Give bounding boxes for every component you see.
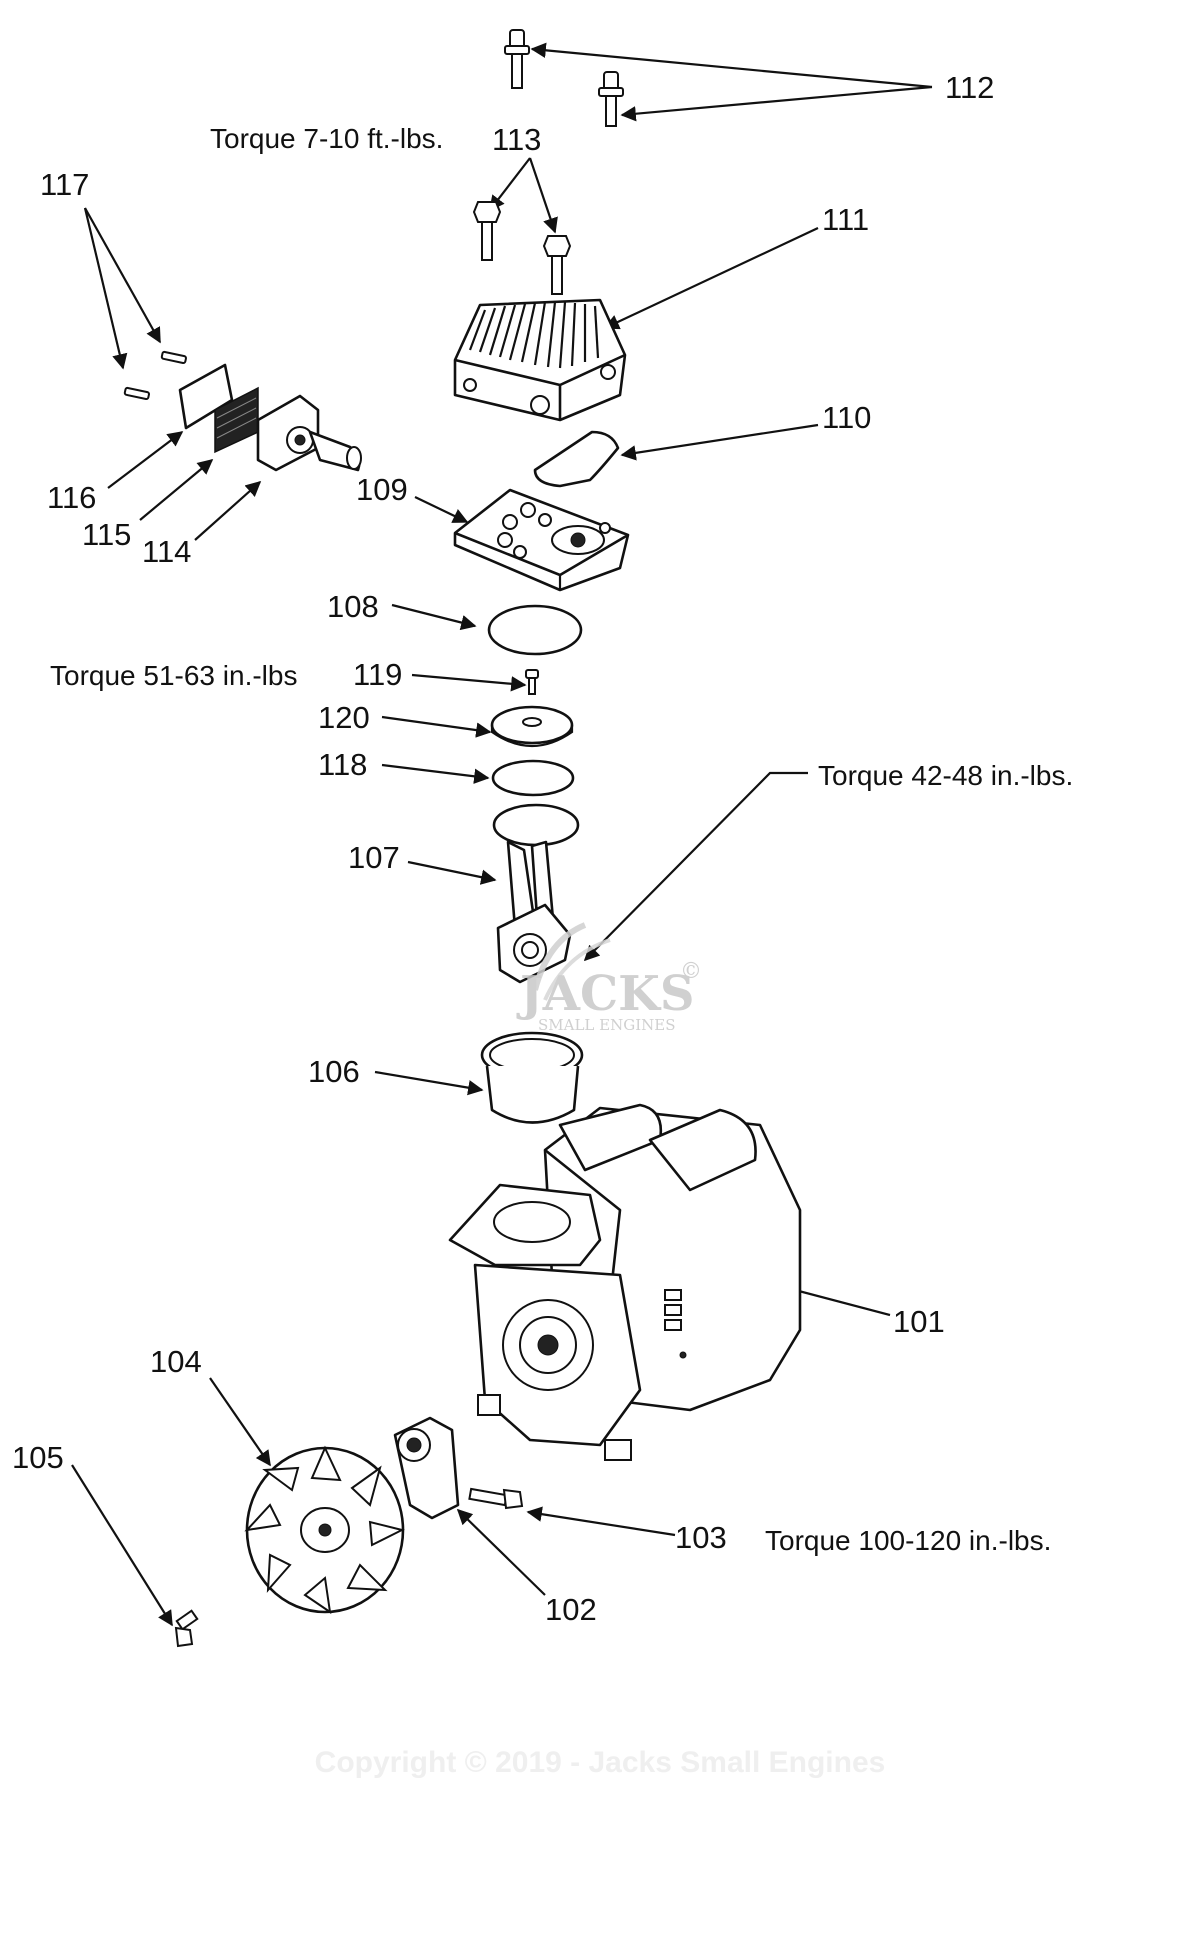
callout-120: 120 (318, 700, 370, 735)
bolt-105 (174, 1609, 199, 1648)
watermark-brand: JACKS (516, 966, 695, 1022)
torque-note-113: Torque 7-10 ft.-lbs. (210, 123, 443, 154)
leader-lines (71, 42, 933, 1627)
filter-housing-114 (256, 394, 362, 472)
callout-117: 117 (40, 167, 89, 202)
fan-104 (244, 1445, 405, 1615)
gasket-110 (533, 430, 620, 488)
screw-117-a (123, 386, 150, 401)
ring-118 (491, 759, 575, 797)
watermark: JACKS © SMALL ENGINES (516, 922, 702, 1034)
valve-plate-109 (453, 488, 630, 592)
callout-111: 111 (822, 202, 869, 237)
callout-104: 104 (150, 1344, 202, 1379)
filter-element-115 (214, 386, 259, 454)
callout-109: 109 (356, 472, 408, 507)
callout-113: 113 (492, 122, 541, 157)
motor-crankcase-101 (448, 1103, 802, 1461)
screw-119 (525, 669, 539, 695)
screw-117-b (160, 350, 187, 365)
callout-110: 110 (822, 400, 871, 435)
callout-114: 114 (142, 534, 191, 569)
stud-112-a (504, 29, 530, 89)
callout-115: 115 (82, 517, 131, 552)
bolt-103 (468, 1487, 524, 1510)
callout-116: 116 (47, 480, 96, 515)
cylinder-sleeve-106 (480, 1031, 584, 1124)
callout-102: 102 (545, 1592, 597, 1627)
bolt-113-b (542, 235, 572, 295)
callout-107: 107 (348, 840, 400, 875)
torque-note-107: Torque 42-48 in.-lbs. (818, 760, 1073, 791)
callout-101: 101 (893, 1304, 945, 1339)
bracket-102 (393, 1416, 460, 1520)
callout-108: 108 (327, 589, 379, 624)
torque-note-103: Torque 100-120 in.-lbs. (765, 1525, 1051, 1556)
callout-105: 105 (12, 1440, 64, 1475)
stud-112-b (598, 71, 624, 127)
o-ring-108 (487, 604, 583, 656)
callout-106: 106 (308, 1054, 360, 1089)
filter-plate-116 (178, 363, 234, 430)
callout-labels: 112 113 111 117 110 109 116 115 114 108 … (12, 70, 994, 1627)
watermark-copyright-mark: © (680, 959, 702, 984)
callout-118: 118 (318, 747, 367, 782)
bolt-113-a (472, 201, 502, 261)
callout-119: 119 (353, 657, 402, 692)
torque-notes: Torque 7-10 ft.-lbs. Torque 51-63 in.-lb… (50, 123, 1073, 1556)
callout-103: 103 (675, 1520, 727, 1555)
retainer-120 (490, 705, 574, 748)
copyright-notice: Copyright © 2019 - Jacks Small Engines (315, 1746, 886, 1779)
connecting-rod-107 (492, 803, 580, 984)
callout-112: 112 (945, 70, 994, 105)
watermark-subtitle: SMALL ENGINES (538, 1016, 676, 1034)
cylinder-head-111 (453, 298, 627, 422)
torque-note-119: Torque 51-63 in.-lbs (50, 660, 297, 691)
